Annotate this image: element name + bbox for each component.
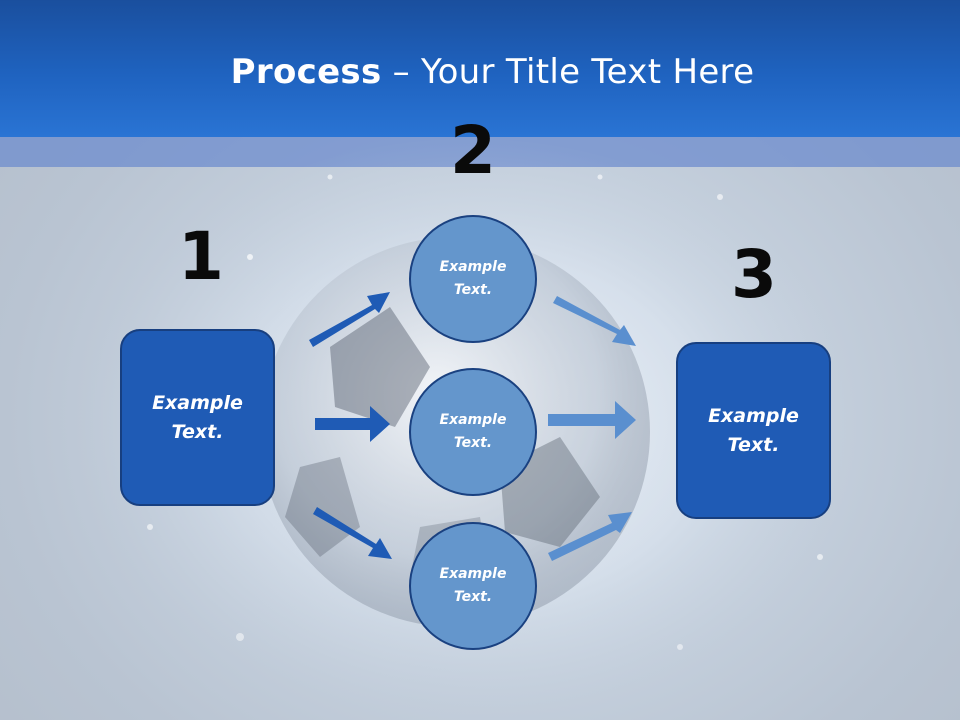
arrow-circle-middle-to-box3 [548, 401, 636, 439]
arrow-circle-bottom-to-box3 [548, 512, 632, 561]
circle-top-text: Example Text. [439, 259, 507, 298]
circle-bottom-text: Example Text. [439, 566, 507, 605]
arrow-circle-top-to-box3 [553, 296, 636, 346]
step-2-circle-bottom[interactable]: Example Text. [409, 522, 537, 650]
arrow-box1-to-circle-bottom [313, 507, 392, 559]
step-number-1: 1 [178, 218, 224, 295]
header-bar [0, 0, 960, 137]
circle-middle-text: Example Text. [439, 412, 507, 451]
step-1-box[interactable]: Example Text. [120, 329, 275, 506]
step-3-box[interactable]: Example Text. [676, 342, 831, 519]
step-1-box-text: Example Text. [152, 391, 243, 443]
page-title: Process – Your Title Text Here [230, 52, 755, 92]
arrow-box1-to-circle-top [309, 292, 390, 347]
step-number-2: 2 [450, 112, 496, 189]
step-3-box-text: Example Text. [708, 404, 799, 456]
step-2-circle-top[interactable]: Example Text. [409, 215, 537, 343]
step-2-circle-middle[interactable]: Example Text. [409, 368, 537, 496]
step-number-3: 3 [731, 236, 777, 313]
arrow-box1-to-circle-middle [315, 406, 390, 442]
